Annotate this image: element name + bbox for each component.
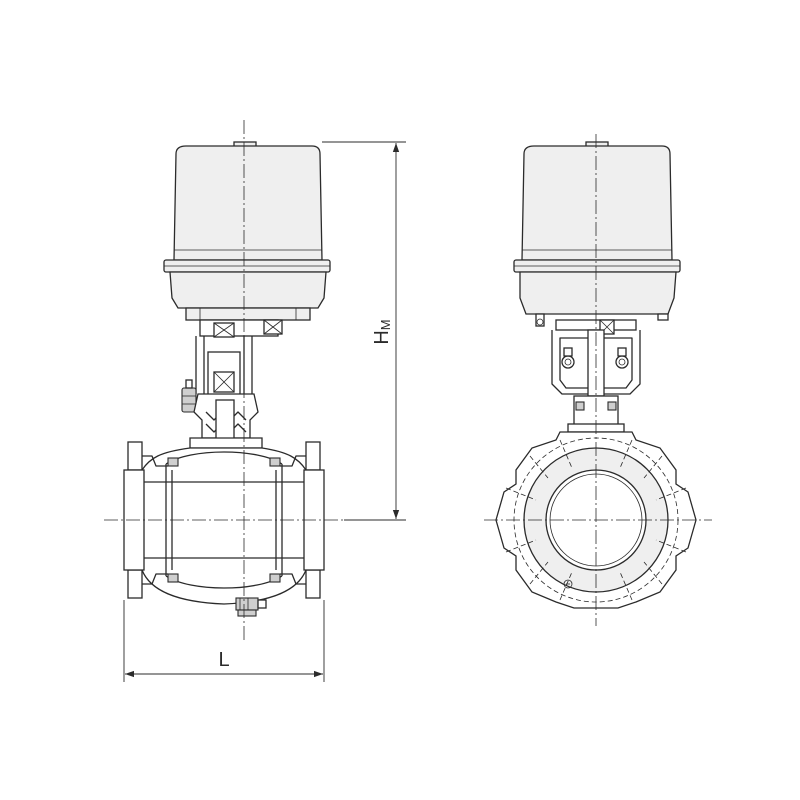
side-view	[484, 134, 712, 626]
actuator-housing-front	[163, 141, 331, 321]
dimension-height: HM	[322, 141, 406, 521]
bonnet-front	[189, 393, 263, 449]
front-view	[104, 120, 344, 640]
valve-body-front	[123, 441, 325, 617]
length-dimension-label: L	[218, 649, 229, 671]
height-label-subscript: M	[378, 319, 393, 330]
dimension-length: L	[123, 600, 325, 682]
coupling-yoke-front	[181, 319, 283, 413]
height-label-main: H	[371, 330, 393, 344]
height-dimension-label: HM	[371, 319, 393, 344]
actuator-housing-side	[513, 141, 681, 327]
